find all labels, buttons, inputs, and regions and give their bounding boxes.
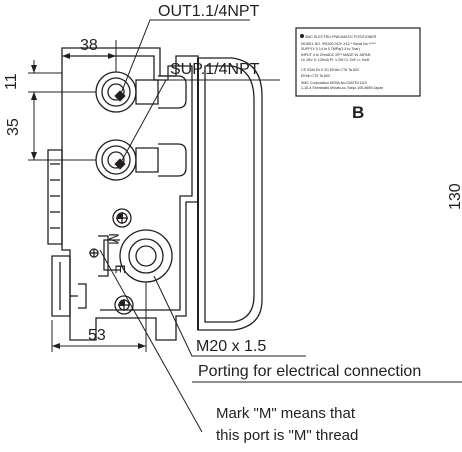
plate-line5: Ui: 28V Ii: 125mA Pi: 1.2W Ci: 0nF Li: 0… bbox=[301, 58, 370, 62]
conduit-port-outer bbox=[119, 229, 173, 283]
plate-line2: MODEL NO. IP8100-010*-X14 * Serial No.**… bbox=[301, 42, 376, 46]
cover-outline bbox=[197, 57, 263, 331]
out1-fitting bbox=[135, 79, 159, 105]
bolt-upper-mark bbox=[118, 214, 123, 219]
port-mark-m: M bbox=[105, 233, 122, 245]
mount-block-lower bbox=[51, 255, 71, 317]
dim-53-label: 53 bbox=[88, 327, 106, 344]
nameplate: SMC ELECTRO-PNEUMATIC POSITIONER MODEL N… bbox=[295, 27, 421, 97]
dim-35-label: 35 bbox=[5, 118, 22, 136]
sup-port-label: SUP.1/4NPT bbox=[170, 61, 260, 78]
sup-fitting bbox=[135, 147, 159, 173]
bolt-lower bbox=[114, 295, 134, 315]
ground-symbol bbox=[89, 248, 99, 258]
body-inner bbox=[70, 55, 193, 311]
bolt-upper bbox=[112, 208, 132, 228]
mark-note-line1: Mark "M" means that bbox=[216, 405, 356, 422]
dim-11-label: 11 bbox=[3, 73, 20, 90]
plate-line9: 1-16-4 Shimbashi Minato-ku Tokyo 105-865… bbox=[301, 86, 383, 90]
plate-line4: INPUT 4 to 20mADC 20** MADE IN JAPAN bbox=[301, 53, 371, 57]
mark-note-line2: this port is "M" thread bbox=[216, 427, 359, 444]
cover-rim bbox=[204, 65, 255, 323]
leader-mark bbox=[99, 249, 203, 433]
out-port-label: OUT1.1/4NPT bbox=[158, 3, 260, 20]
port-mark-e: E bbox=[112, 264, 129, 274]
leader-sup bbox=[119, 79, 280, 165]
plate-line8: SMC Corporation KEMA No.03ATEX1119 bbox=[301, 81, 367, 85]
plate-line3: SUPPLY 0.14 to 0.7MPa(1.4 to 7bar) bbox=[301, 47, 360, 51]
leader-out1 bbox=[119, 19, 250, 97]
nameplate-view-label: B bbox=[352, 103, 365, 122]
dim-130-label: 130 bbox=[447, 183, 462, 210]
mount-block-upper bbox=[47, 149, 63, 245]
conduit-thread-label: M20 x 1.5 bbox=[196, 338, 267, 355]
plate-line6: CE 0344 Ex II 2G EExib CT6 Ta 60C bbox=[301, 68, 360, 72]
plate-line7: EExib CT5 Ta 80C bbox=[301, 74, 331, 78]
dim-38-label: 38 bbox=[80, 37, 98, 54]
porting-note: Porting for electrical connection bbox=[198, 363, 422, 380]
leader-conduit bbox=[153, 275, 306, 357]
plate-line1: SMC ELECTRO-PNEUMATIC POSITIONER bbox=[305, 35, 377, 39]
bolt-lower-mark bbox=[120, 301, 125, 306]
